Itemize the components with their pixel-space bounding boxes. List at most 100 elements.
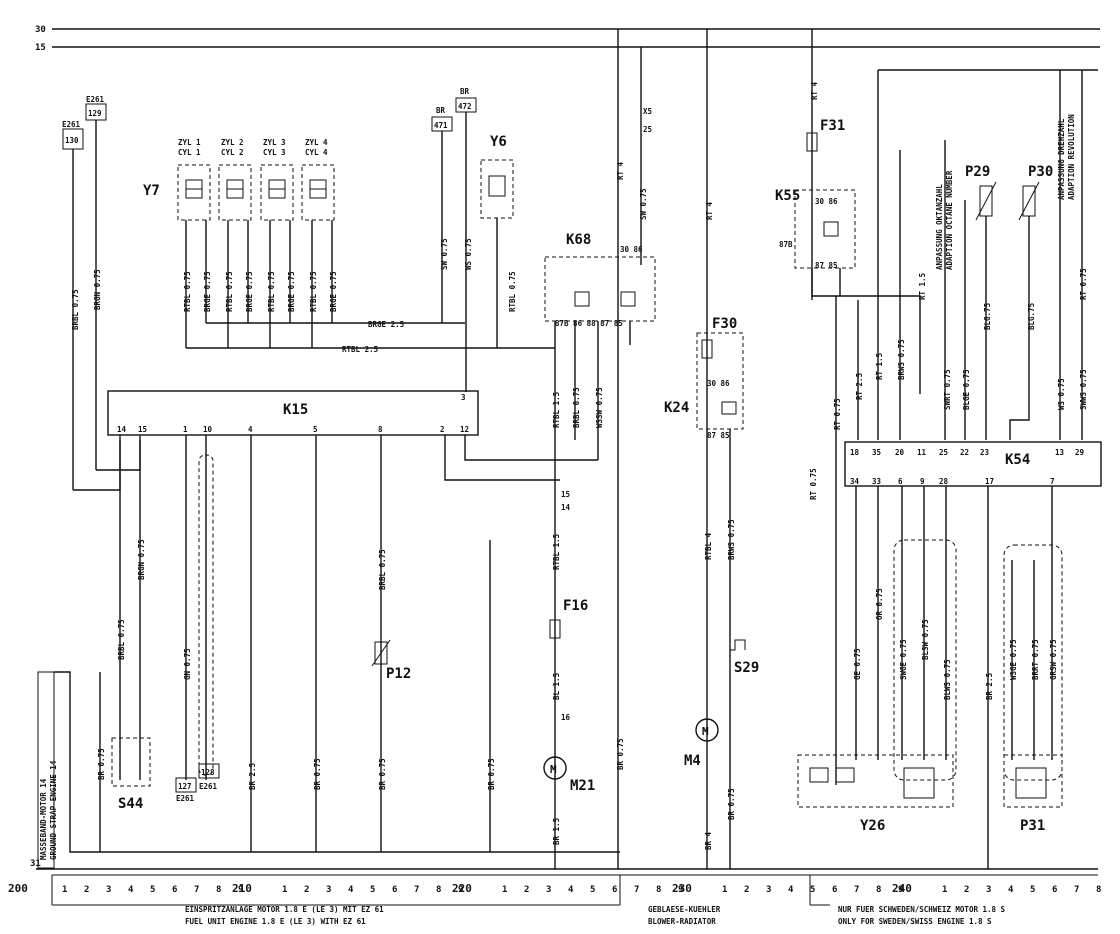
p12-sensor [374, 641, 388, 665]
ruler-minor-6: 6 [832, 885, 837, 895]
ruler-minor-4: 4 [568, 885, 574, 895]
cyl4-de: ZYL 4 [305, 138, 328, 147]
ruler-minor-1: 1 [502, 885, 507, 895]
k54-pin-9: 9 [920, 477, 925, 486]
k54-box [844, 441, 1102, 487]
x16-pin: 16 [561, 713, 571, 722]
ruler-ticks [51, 875, 830, 906]
m4-motor [695, 718, 719, 742]
cyl4-en: CYL 4 [305, 148, 328, 157]
k15-pin-8: 8 [378, 425, 383, 434]
ruler-minor-7: 7 [634, 885, 639, 895]
y6-label: Y6 [490, 134, 507, 150]
cyl1-en: CYL 1 [178, 148, 201, 157]
ruler-minor-6: 6 [392, 885, 397, 895]
s44-label: S44 [118, 796, 143, 812]
ruler-minor-4: 4 [128, 885, 134, 895]
ruler-minor-1: 1 [722, 885, 727, 895]
label-wssw: WSSW 0.75 [595, 387, 604, 428]
octane-en: ADAPTION OCTANE NUMBER [945, 170, 954, 270]
label-rt4-c: RT 4 [810, 81, 819, 100]
ruler-240: 240 [892, 882, 912, 895]
shield-y26 [893, 539, 957, 781]
ruler-minor-3: 3 [766, 885, 771, 895]
wire-k15-12 [464, 435, 598, 461]
k68-box [544, 256, 656, 322]
ruler-minor-1: 1 [282, 885, 287, 895]
x5-pin-15: 15 [561, 490, 570, 499]
k54-pin-35: 35 [872, 448, 881, 457]
ruler-minor-9: 9 [898, 885, 903, 895]
ruler-minor-5: 5 [810, 885, 815, 895]
k24-coil [721, 401, 737, 415]
ruler-minor-5: 5 [590, 885, 595, 895]
ruler-minor-3: 3 [106, 885, 111, 895]
ruler-210: 210 [232, 882, 252, 895]
label-blsw: BLSW 0.75 [921, 619, 930, 660]
label-rtbl15-b: RTBL 1.5 [552, 534, 561, 570]
y7-wires [185, 220, 555, 349]
f16-fuse [549, 619, 561, 639]
m21-label: M21 [570, 778, 595, 794]
label-brbl: BRBL 0.75 [71, 289, 80, 330]
label-rt15-b: RT 1.5 [918, 273, 927, 300]
label-br25-right: BR 2.5 [985, 673, 994, 700]
ruler-minor-4: 4 [348, 885, 354, 895]
label-ge: GE 0.75 [853, 648, 862, 680]
wire-brgn-k15 [96, 440, 141, 471]
label-or: OR 0.75 [875, 588, 884, 620]
label-brge-4: BRGE 0.75 [329, 271, 338, 312]
label-rtbl15: RTBL 1.5 [552, 392, 561, 428]
footer-a-en: FUEL UNIT ENGINE 1.8 E (LE 3) WITH EZ 61 [185, 917, 366, 926]
rail-31-label: 31 [30, 859, 41, 869]
footer-c-de: NUR FUER SCHWEDEN/SCHWEIZ MOTOR 1.8 S [838, 905, 1006, 914]
br472-num: 472 [458, 102, 472, 111]
br472-label: BR [460, 87, 470, 96]
ruler-minor-5: 5 [370, 885, 375, 895]
label-br4: BR 4 [704, 831, 713, 850]
wire-ground-bus [54, 671, 620, 853]
label-brbl-s44: BRBL 0.75 [117, 619, 126, 660]
cyl2-en: CYL 2 [221, 148, 244, 157]
k54-pin-6: 6 [898, 477, 903, 486]
y26-valve2 [835, 767, 855, 783]
s29-label: S29 [734, 660, 759, 676]
p12-label: P12 [386, 666, 411, 682]
connector-127 [175, 777, 197, 793]
label-br075-a: BR 0.75 [616, 738, 625, 770]
wire-k15-2 [444, 435, 560, 481]
ruler-minor-8: 8 [216, 885, 221, 895]
ruler-minor-2: 2 [304, 885, 309, 895]
p31-label: P31 [1020, 818, 1045, 834]
label-rt4-a: RT 4 [616, 161, 625, 180]
label-swrt: SWRT 0.75 [943, 369, 952, 410]
label-rt075-right: RT 0.75 [1079, 268, 1088, 300]
label-sw-k68: SW 0.75 [639, 188, 648, 220]
rev-de: ANPASSUNG DREHZAHL [1057, 118, 1066, 200]
k68-pins-top: 30 86 [620, 245, 643, 254]
k15-pin-4: 4 [248, 425, 253, 434]
ruler-minor-4: 4 [788, 885, 794, 895]
k68-pins: 87B 86 88 87 85 [555, 319, 623, 328]
p30-label: P30 [1028, 164, 1053, 180]
label-brbl-p12: BRBL 0.75 [378, 549, 387, 590]
k54-pin-13: 13 [1055, 448, 1065, 457]
p31-sensor [1015, 767, 1047, 799]
f16-label: F16 [563, 598, 588, 614]
label-rt075-b: RT 0.75 [833, 398, 842, 430]
ruler-200: 200 [8, 882, 28, 895]
ruler-minor-9: 9 [238, 885, 243, 895]
k15-pin-15: 15 [138, 425, 147, 434]
br471-num: 471 [434, 121, 448, 130]
label-grsw: GRSW 0.75 [1049, 639, 1058, 680]
s44-box [111, 737, 151, 787]
ruler-minor-1: 1 [942, 885, 947, 895]
e261-c: E261 [176, 794, 195, 803]
ruler-minor-2: 2 [84, 885, 89, 895]
y7-injectors [177, 164, 335, 221]
k55-pins-top: 30 86 [815, 197, 838, 206]
shield-p31 [1003, 544, 1063, 781]
ruler-minor-1: 1 [62, 885, 67, 895]
